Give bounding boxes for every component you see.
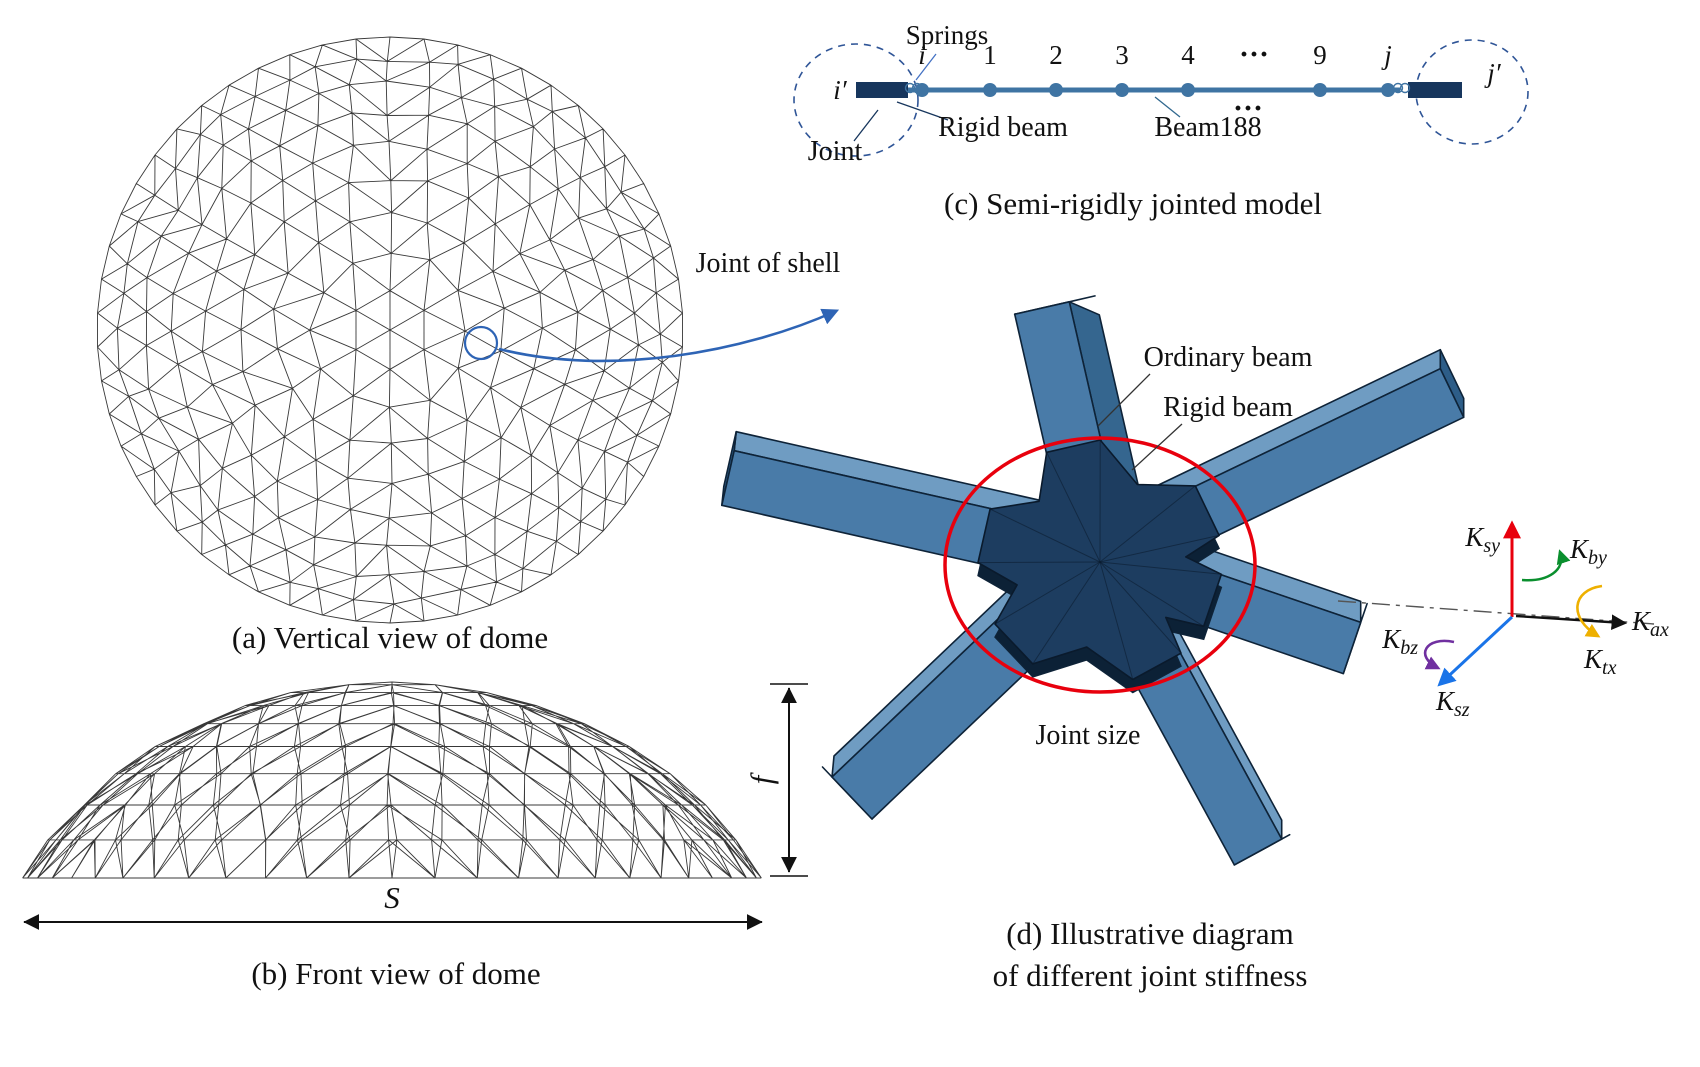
rigid-beam-label-c: Rigid beam: [938, 112, 1068, 143]
springs-label: Springs: [906, 20, 989, 50]
hub-facet-line: [1099, 561, 1204, 627]
beam-node: [1181, 83, 1195, 97]
hub-facet-line: [989, 508, 1101, 563]
ktx-rotation-arrow: [1576, 584, 1603, 638]
node-label-1: 1: [983, 40, 997, 70]
stiffness-axes: Ksy Kby Kax Ktx Ksz Kbz: [1381, 520, 1669, 721]
rigid-beam-right: [1408, 82, 1462, 98]
node-label-dots: ···: [1239, 38, 1269, 71]
hub-facet-line: [1099, 561, 1222, 575]
hub-facet-line: [994, 561, 1101, 625]
joint-axis-dashdot: [1337, 600, 1655, 625]
joint-size-label: Joint size: [1036, 720, 1141, 751]
dome-mesh-front: [22, 681, 762, 879]
semi-rigid-model: i 1 2 3 4 ··· 9 j ··· i′ j′ Springs Join…: [793, 20, 1529, 221]
node-label-4: 4: [1181, 40, 1195, 70]
hub-facet-line: [1099, 561, 1182, 654]
hub-facet-line: [1099, 561, 1134, 680]
rigid-beam-label-d: Rigid beam: [1163, 392, 1293, 423]
joint-leader: [853, 109, 879, 142]
ktx-label: Ktx: [1583, 644, 1617, 679]
kby-label: Kby: [1569, 534, 1607, 569]
dome-front-view: [22, 681, 762, 879]
left-end-label: i′: [833, 75, 848, 105]
beam-node: [1313, 83, 1327, 97]
joint-of-shell-marker: [463, 325, 499, 361]
joint-size-ellipse: [943, 436, 1257, 694]
rigid-beam-leader: [896, 101, 949, 121]
ksy-label: Ksy: [1464, 522, 1500, 557]
dome-vertical-view: [97, 36, 683, 624]
ksz-label: Ksz: [1435, 686, 1470, 721]
ordinary-beam-leader: [1097, 373, 1151, 427]
node-label-j: j: [1381, 40, 1392, 70]
dots-lower: ···: [1233, 92, 1263, 125]
hub-facet-line: [1032, 561, 1101, 665]
beam188-leader: [1154, 96, 1181, 118]
beam-node: [983, 83, 997, 97]
springs-leader: [915, 53, 937, 81]
kbz-label: Kbz: [1381, 624, 1418, 659]
caption-c: (c) Semi-rigidly jointed model: [944, 186, 1322, 221]
joint-of-shell-label: Joint of shell: [696, 248, 841, 279]
dome-mesh-top: [97, 36, 683, 624]
beam-node: [1049, 83, 1063, 97]
kax-arrow: [1515, 614, 1628, 630]
caption-a: (a) Vertical view of dome: [232, 620, 548, 655]
node-label-3: 3: [1115, 40, 1129, 70]
ksz-arrow: [1437, 615, 1514, 687]
hub-facet-line: [1046, 452, 1101, 563]
node-label-9: 9: [1313, 40, 1327, 70]
beam-node: [1381, 83, 1395, 97]
rigid-beam-left: [856, 82, 908, 98]
kbz-rotation-arrow: [1423, 639, 1455, 670]
node-label-2: 2: [1049, 40, 1063, 70]
kby-rotation-arrow: [1521, 549, 1571, 582]
caption-b: (b) Front view of dome: [251, 956, 540, 991]
hub-facet-line: [1099, 534, 1220, 563]
ordinary-beam-label: Ordinary beam: [1144, 342, 1313, 373]
hub-facet-line: [1099, 485, 1196, 563]
joint-of-shell-arrow: [498, 308, 840, 363]
joint-dashed-circle-left: [793, 43, 919, 157]
beam-node: [915, 83, 929, 97]
node-label-i: i: [918, 40, 926, 70]
beam-node: [1115, 83, 1129, 97]
span-label: S: [384, 880, 400, 915]
beam188-label: Beam188: [1154, 112, 1261, 143]
right-end-label: j′: [1484, 58, 1502, 88]
hub-facet-line: [977, 561, 1101, 564]
kax-label: Kax: [1631, 606, 1669, 641]
rise-label: f: [744, 771, 779, 784]
rigid-beam-leader-d: [1131, 423, 1183, 471]
beam-nodes: [915, 83, 1395, 97]
caption-d-line2: of different joint stiffness: [993, 958, 1308, 993]
joint-3d-diagram: [720, 295, 1465, 866]
caption-d-line1: (d) Illustrative diagram: [1006, 916, 1294, 951]
joint-label: Joint: [808, 136, 863, 167]
